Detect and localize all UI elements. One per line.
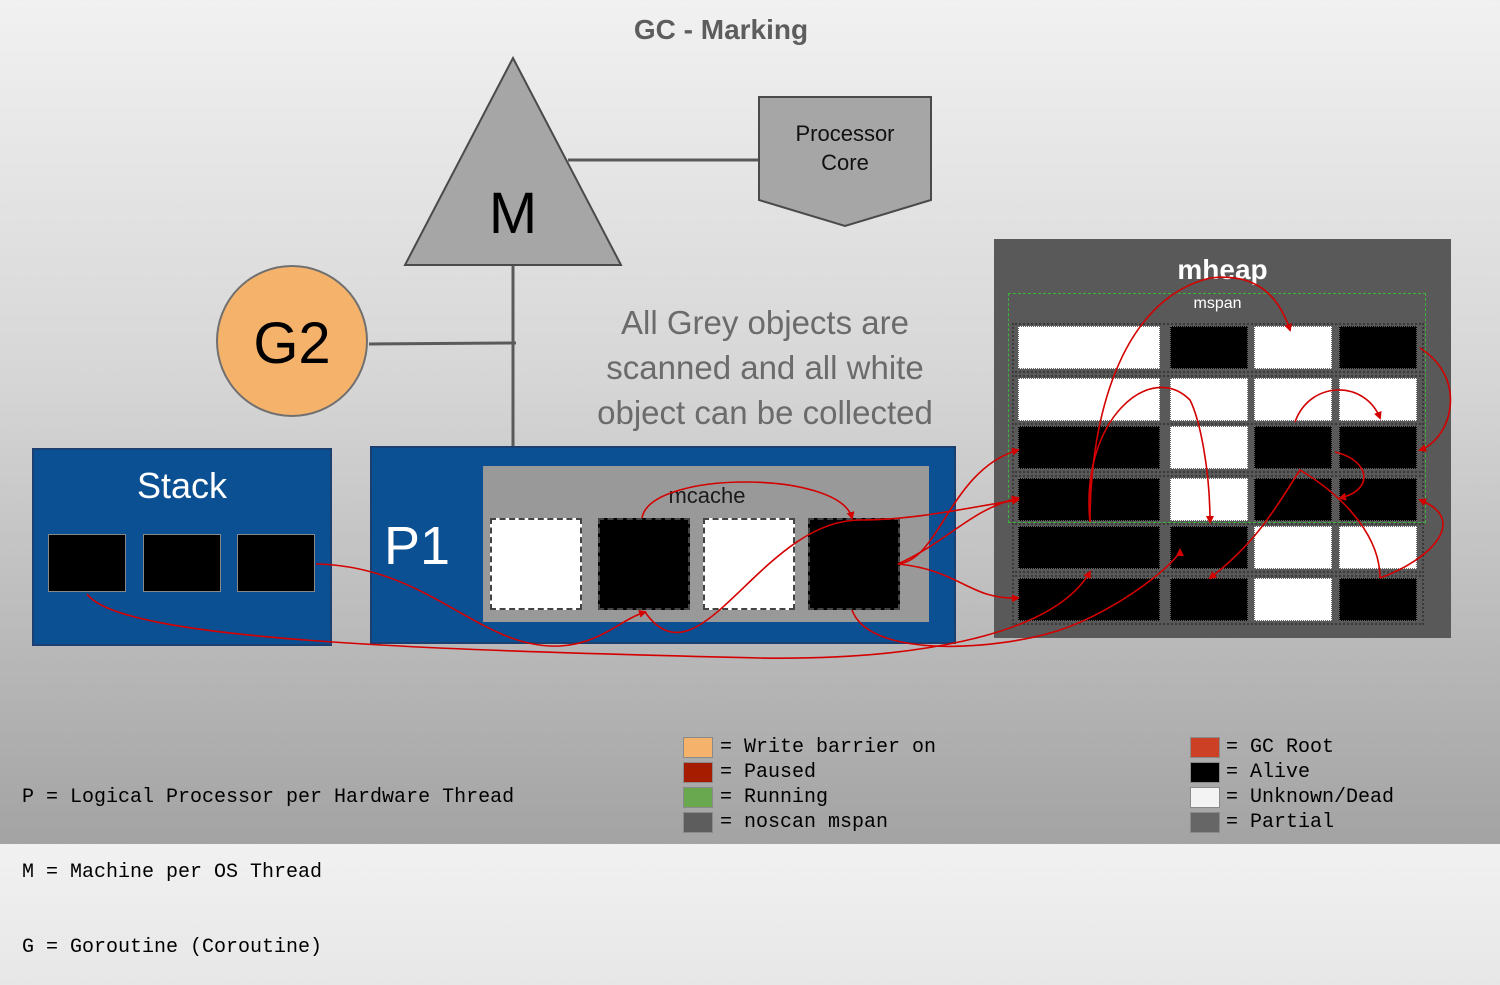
legend-partial: = Partial [1226,811,1335,834]
reference-arrow [1379,498,1444,579]
heap-object [1170,326,1248,369]
note-line2: scanned and all white [606,349,924,386]
stack-object [143,534,221,592]
goroutine-circle [216,265,368,417]
heap-object [1339,578,1417,621]
legend-gc-root: = GC Root [1226,736,1335,759]
mcache-label: mcache [668,483,746,508]
legend-definition-m: M = Machine per OS Thread [22,861,323,884]
mspan-outline [1008,293,1426,523]
legend-alive: = Alive [1226,761,1311,784]
legend-swatch-alive [1190,762,1220,783]
reference-arrow [1334,451,1365,501]
stack-object [48,534,126,592]
heap-object [1170,526,1248,569]
legend-swatch-running [683,787,713,808]
legend-swatch-paused [683,762,713,783]
reference-arrow [897,495,1020,565]
legend-swatch-noscan [683,812,713,833]
reference-arrow [644,496,1020,634]
stack-label: Stack [136,465,228,506]
reference-arrow [1418,347,1452,452]
heap-object [1170,378,1248,421]
legend-swatch-partial [1190,812,1220,833]
legend-running: = Running [720,786,829,809]
goroutine-label: G2 [253,311,331,376]
processor-core-label: Processor Core [760,119,930,177]
processor-label: P1 [384,516,451,576]
marking-note: All Grey objects are scanned and all whi… [575,300,955,435]
heap-object [1339,478,1417,521]
heap-object [1254,578,1332,621]
heap-object [1254,478,1332,521]
processor-core-line1: Processor [795,121,895,146]
processor-core-line2: Core [821,150,869,175]
mheap-label: mheap [1177,254,1268,285]
legend-swatch-gc-root [1190,737,1220,758]
page-title: GC - Marking [633,14,809,45]
heap-object [1018,378,1160,421]
legend-definition-g: G = Goroutine (Coroutine) [22,936,323,959]
legend-definitions: P = Logical Processor per Hardware Threa… [22,735,514,985]
structure-lines [368,55,932,448]
legend-swatch-unknown [1190,787,1220,808]
processor-core-shape [758,96,932,228]
legend-definition-p: P = Logical Processor per Hardware Threa… [22,786,515,809]
heap-object [1254,526,1332,569]
reference-arrow [1208,468,1381,580]
note-line1: All Grey objects are [621,304,909,341]
reference-arrow [897,563,1020,603]
heap-object [1254,326,1332,369]
heap-object [1018,426,1160,469]
reference-arrow [86,570,1092,659]
reference-arrow [641,481,855,520]
reference-arrow [1089,276,1292,523]
legend-unknown: = Unknown/Dead [1226,786,1395,809]
heap-object [1339,426,1417,469]
mcache-object [703,518,795,610]
mcache-object [490,518,582,610]
machine-label: M [488,181,538,246]
g2-connector [368,341,517,346]
stack-object [237,534,315,592]
heap-object [1018,526,1160,569]
reference-arrows [86,276,1452,659]
legend-write-barrier: = Write barrier on [720,736,937,759]
mcache-object [808,518,900,610]
legend-paused: = Paused [720,761,817,784]
heap-object [1254,378,1332,421]
reference-arrow [851,548,1184,648]
mspan-label: mspan [1193,295,1242,312]
reference-arrow [315,563,647,647]
reference-arrow [1294,389,1382,423]
reference-arrow [897,447,1020,565]
heap-object [1170,426,1248,469]
mcache-object [598,518,690,610]
reference-arrow [1088,386,1214,524]
heap-object [1339,326,1417,369]
legend-swatch-write-barrier [683,737,713,758]
machine-triangle [403,55,623,266]
legend-noscan: = noscan mspan [720,811,889,834]
mspan-row [1012,323,1424,373]
heap-object [1254,426,1332,469]
note-line3: object can be collected [597,394,933,431]
